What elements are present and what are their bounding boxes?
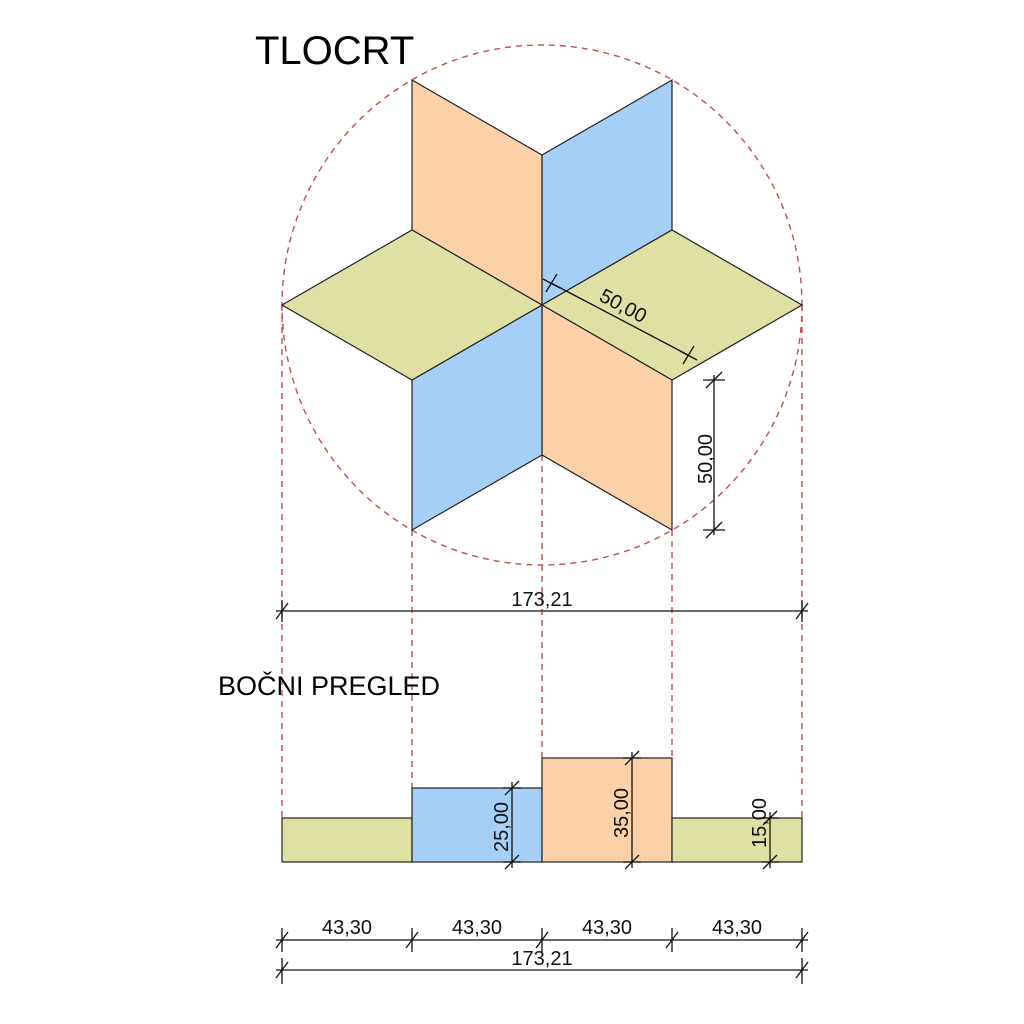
dim-segments: 43,30 43,30 43,30 43,30 bbox=[275, 917, 809, 952]
block-orange bbox=[541, 757, 673, 863]
block-green-left bbox=[281, 817, 413, 863]
rhombus-left-green bbox=[280, 229, 544, 381]
dim-plan-total-width-label: 173,21 bbox=[511, 589, 572, 611]
dim-height-green-label: 15,00 bbox=[749, 798, 771, 848]
side-view-blocks bbox=[281, 757, 803, 863]
dim-height-blue-label: 25,00 bbox=[491, 802, 513, 852]
projection-lines bbox=[281, 305, 803, 818]
dim-segment-label: 43,30 bbox=[322, 917, 372, 939]
plan-star bbox=[280, 78, 804, 532]
dim-side-total-width-label: 173,21 bbox=[511, 948, 572, 970]
dim-segment-label: 43,30 bbox=[582, 917, 632, 939]
dim-height-orange: 35,00 bbox=[611, 750, 641, 870]
side-view-title: BOČNI PREGLED bbox=[218, 670, 440, 701]
dim-height-blue: 25,00 bbox=[491, 780, 521, 870]
dim-height-orange-label: 35,00 bbox=[611, 788, 633, 838]
dim-rhombus-height-label: 50,00 bbox=[695, 434, 717, 484]
dim-segment-label: 43,30 bbox=[712, 917, 762, 939]
dim-segment-label: 43,30 bbox=[452, 917, 502, 939]
dim-side-total-width: 173,21 bbox=[275, 948, 809, 984]
dim-plan-total-width: 173,21 bbox=[275, 589, 809, 622]
plan-title: TLOCRT bbox=[255, 29, 414, 73]
dim-height-green: 15,00 bbox=[749, 798, 779, 870]
block-blue bbox=[411, 787, 543, 863]
dim-rhombus-height: 50,00 bbox=[695, 371, 725, 539]
block-green-right bbox=[671, 817, 803, 863]
